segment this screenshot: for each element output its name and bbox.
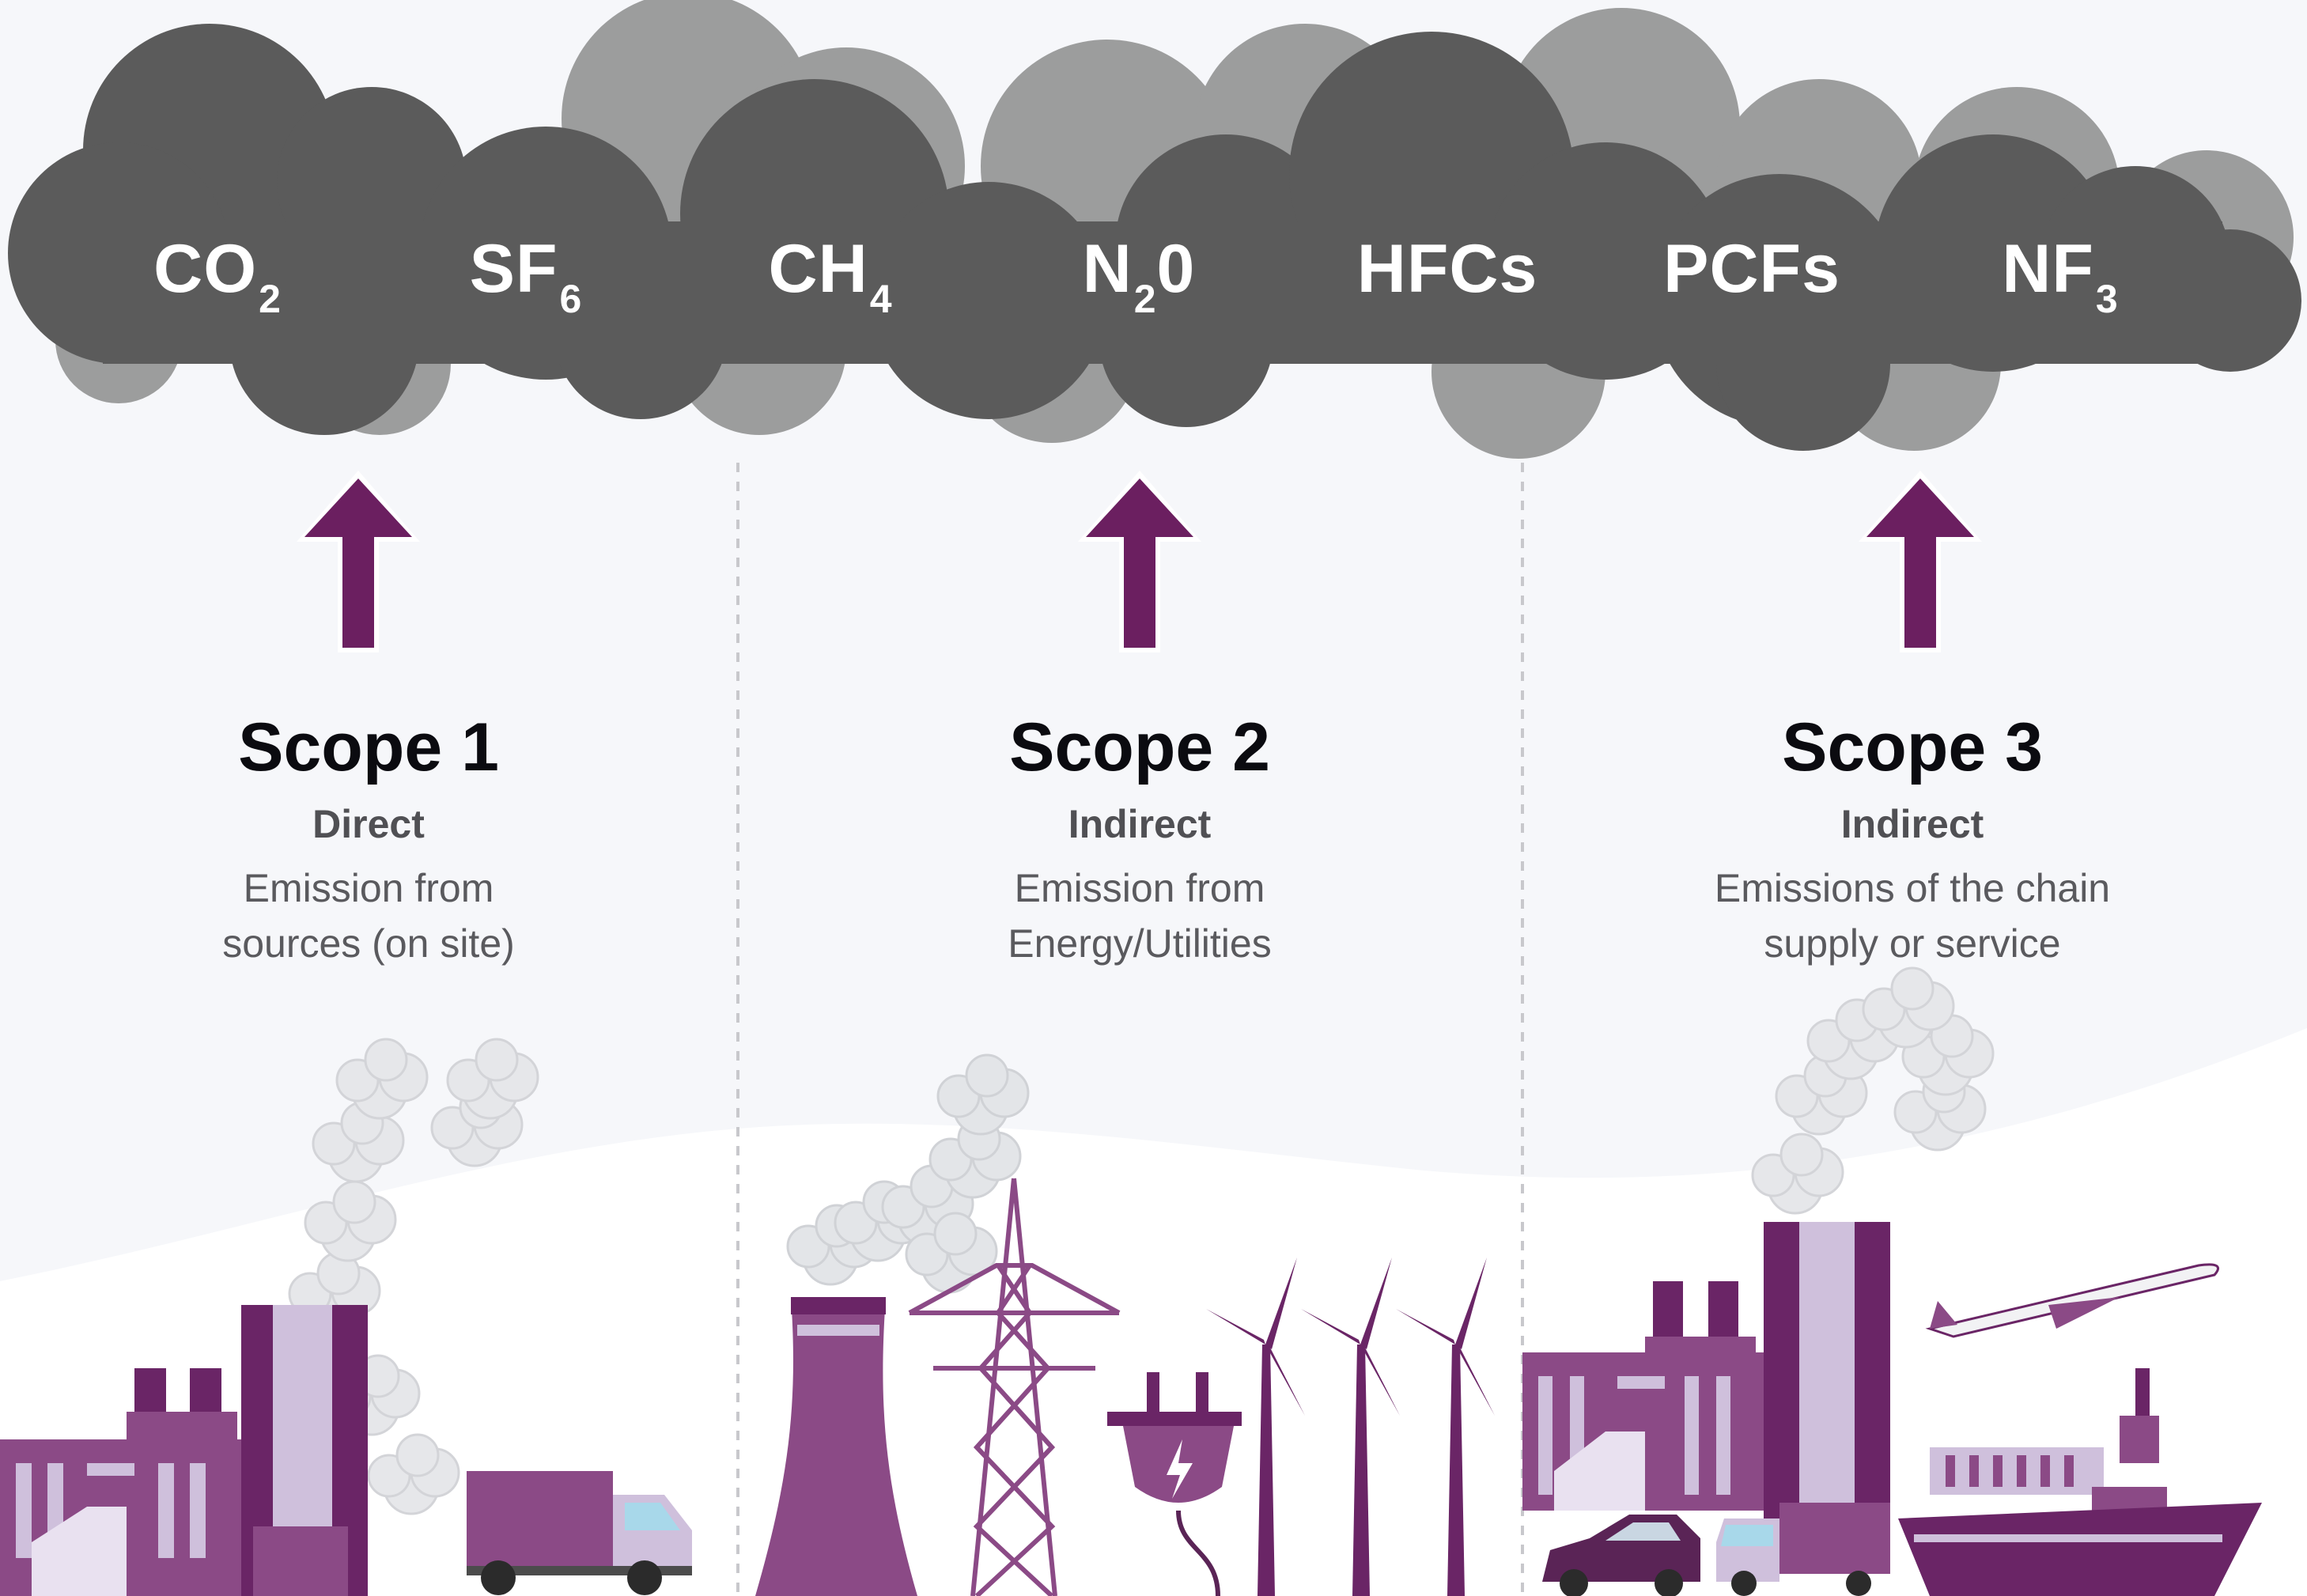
arrow-up-icon	[1078, 471, 1201, 652]
gas-label-n2o: N20	[1082, 231, 1196, 321]
wind-turbine-icon	[1206, 1258, 1495, 1596]
scope-3-block: Scope 3 Indirect Emissions of the chain …	[1588, 704, 2237, 971]
arrow-up-icon	[1859, 471, 1982, 652]
gas-label-co2: CO2	[153, 231, 282, 321]
gas-label-ch4: CH4	[768, 231, 893, 321]
scope-1-block: Scope 1 Direct Emission from sources (on…	[44, 704, 693, 971]
scope-2-block: Scope 2 Indirect Emission from Energy/Ut…	[815, 704, 1464, 971]
scope-description: Emission from sources (on site)	[222, 866, 515, 966]
cloud-front	[8, 24, 2301, 451]
factory-icon	[0, 1305, 368, 1596]
airplane-icon	[1925, 1263, 2219, 1338]
scope-type: Direct	[312, 802, 425, 846]
scope-description: Emission from Energy/Utilities	[1008, 866, 1272, 966]
arrow-up-icon	[297, 471, 420, 652]
truck-icon	[467, 1471, 692, 1595]
car-icon	[1542, 1515, 1700, 1596]
cargo-ship-icon	[1898, 1368, 2262, 1596]
scope-title: Scope 3	[1782, 709, 2043, 785]
truck-icon	[1716, 1503, 1890, 1596]
plug-icon	[1107, 1372, 1242, 1596]
gas-label-nf3: NF3	[2002, 231, 2119, 321]
gas-label-hfcs: HFCs	[1356, 231, 1538, 307]
cooling-tower-icon	[755, 1297, 917, 1596]
gas-label-pcfs: PCFs	[1663, 231, 1840, 307]
scope-title: Scope 2	[1009, 709, 1270, 785]
scope-title: Scope 1	[238, 709, 499, 785]
scope-description: Emissions of the chain supply or service	[1714, 866, 2111, 966]
scope-type: Indirect	[1840, 802, 1984, 846]
scope-type: Indirect	[1068, 802, 1212, 846]
gas-label-sf6: SF6	[469, 231, 583, 321]
power-pylon-icon	[908, 1178, 1121, 1596]
factory-icon	[1522, 1222, 1890, 1522]
